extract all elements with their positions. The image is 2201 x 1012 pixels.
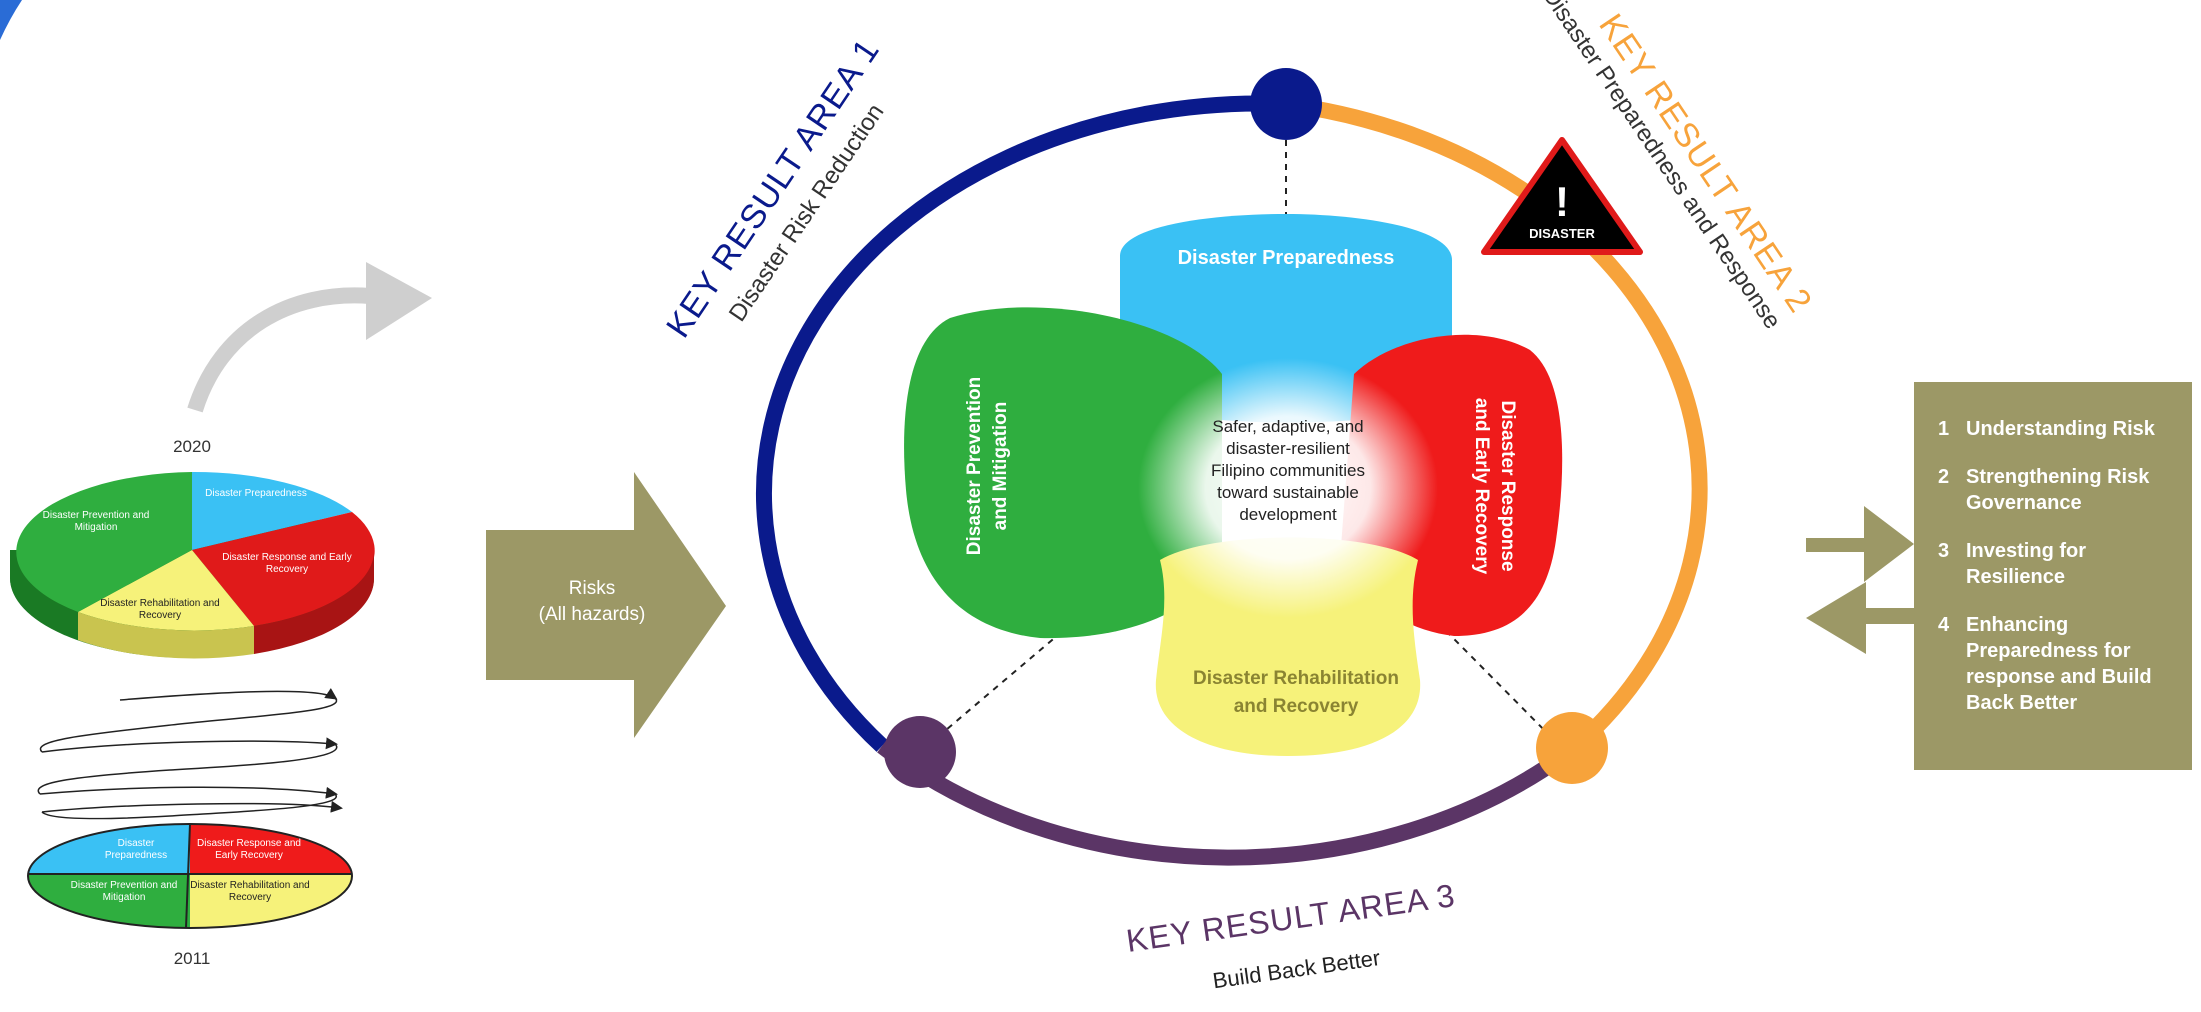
svg-text:and Mitigation: and Mitigation <box>990 402 1011 531</box>
svg-text:DISASTER: DISASTER <box>1529 226 1595 241</box>
kra1-label: KEY RESULT AREA 1 Disaster Risk Reductio… <box>659 32 889 345</box>
svg-text:Disaster Response: Disaster Response <box>1497 400 1518 571</box>
priority-item-1: 1 Understanding Risk <box>1938 418 2155 440</box>
svg-text:Safer, adaptive, and: Safer, adaptive, and <box>1212 417 1363 436</box>
node-kra3 <box>884 716 956 788</box>
curved-arrow-head <box>366 262 432 340</box>
kra3-label: KEY RESULT AREA 3 Build Back Better <box>1124 877 1458 993</box>
disaster-warning-icon: ! DISASTER <box>1481 137 1643 255</box>
ellipse-label-preparedness: Disaster Preparedness <box>105 838 167 861</box>
pie-label-response: Disaster Response and Early Recovery <box>222 552 352 575</box>
arrow-out-priorities <box>1806 582 1914 654</box>
kra3-arc <box>877 739 1579 866</box>
pie-2020 <box>10 471 375 659</box>
kra2-arc <box>1284 96 1708 754</box>
priority-item-2: 2 Strengthening Risk Governance <box>1938 466 2150 514</box>
ellipse-2011 <box>27 823 353 929</box>
risks-label: Risks <box>569 578 615 599</box>
petal-rehabilitation-label-line1: Disaster Rehabilitation <box>1193 668 1399 689</box>
priorities-box: 1 Understanding Risk 2 Strengthening Ris… <box>1914 382 2192 770</box>
ellipse-label-response: Disaster Response and Early Recovery <box>197 838 301 861</box>
pie-label-rehabilitation: Disaster Rehabilitation and Recovery <box>100 598 220 621</box>
petal-response-label: Disaster Response and Early Recovery <box>1471 398 1518 575</box>
svg-text:Filipino communities: Filipino communities <box>1211 461 1365 480</box>
center-vision: Safer, adaptive, and disaster-resilient … <box>1211 417 1365 524</box>
arrow-in-priorities <box>1806 506 1914 582</box>
node-kra2 <box>1536 712 1608 784</box>
svg-text:disaster-resilient: disaster-resilient <box>1226 439 1350 458</box>
ellipse-label-rehabilitation: Disaster Rehabilitation and Recovery <box>190 880 310 903</box>
node-kra1 <box>1250 68 1322 140</box>
priority-item-4: 4 Enhancing Preparedness for response an… <box>1938 614 2152 714</box>
curved-arrow-shaft <box>187 287 371 413</box>
svg-text:Disaster Prevention: Disaster Prevention <box>964 377 985 555</box>
svg-text:Build Back Better: Build Back Better <box>1211 945 1382 993</box>
petal-prevention <box>904 307 1222 639</box>
year-2011: 2011 <box>174 949 211 968</box>
kra1-arc <box>755 95 1287 752</box>
svg-text:!: ! <box>1555 178 1569 225</box>
pie-label-prevention: Disaster Prevention and Mitigation <box>43 510 150 533</box>
risks-arrow <box>486 472 726 738</box>
svg-text:KEY RESULT AREA 3: KEY RESULT AREA 3 <box>1124 877 1458 959</box>
petal-preparedness-label: Disaster Preparedness <box>1178 247 1395 269</box>
svg-text:KEY RESULT AREA 1: KEY RESULT AREA 1 <box>659 32 887 345</box>
ellipse-label-prevention: Disaster Prevention and Mitigation <box>71 880 178 903</box>
priority-item-3: 3 Investing for Resilience <box>1938 540 2087 588</box>
svg-text:development: development <box>1239 505 1337 524</box>
petal-rehabilitation-label-line2: and Recovery <box>1234 696 1359 717</box>
svg-text:and Early Recovery: and Early Recovery <box>1471 398 1492 575</box>
spiral-lines <box>37 688 343 820</box>
svg-text:toward sustainable: toward sustainable <box>1217 483 1359 502</box>
corner-mark <box>0 0 22 40</box>
year-2020: 2020 <box>173 437 211 456</box>
risks-sublabel: (All hazards) <box>539 604 646 625</box>
pie-label-preparedness: Disaster Preparedness <box>205 488 307 499</box>
petal-prevention-label: Disaster Prevention and Mitigation <box>964 377 1011 555</box>
center-glow <box>1138 358 1438 618</box>
